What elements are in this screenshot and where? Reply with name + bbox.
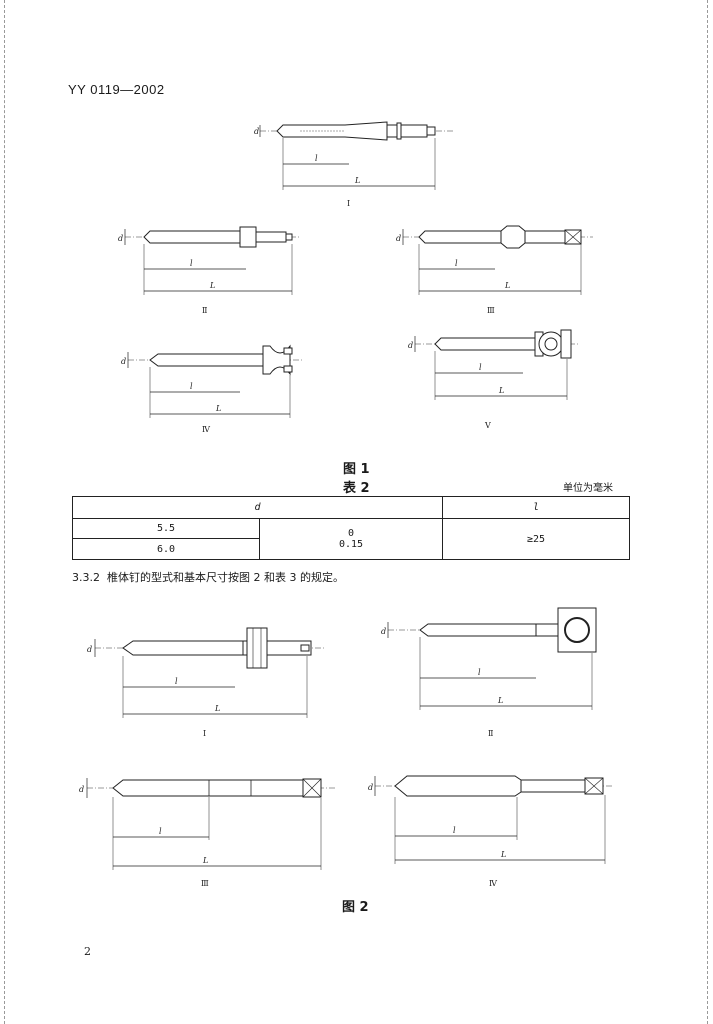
table2-row-d: 6.0 bbox=[72, 538, 260, 560]
fig1-v1-dim-d: d bbox=[254, 127, 259, 136]
clause-number: 3.3.2 bbox=[72, 571, 100, 584]
fig2-v3-dim-d: d bbox=[79, 785, 84, 794]
fig2-view-4: d l L Ⅳ bbox=[368, 775, 613, 888]
fig1-view-4: d l L Ⅳ bbox=[121, 344, 303, 434]
table2: d l 5.5 0 0.15 ≥25 6.0 bbox=[72, 496, 630, 560]
scan-edge-left bbox=[4, 0, 5, 1024]
fig1-v3-caption: Ⅲ bbox=[487, 306, 495, 315]
fig2-v2-dim-L: L bbox=[497, 696, 503, 705]
fig1-v1-caption: I bbox=[347, 199, 350, 208]
fig1-view-2: d l L Ⅱ bbox=[118, 226, 300, 315]
clause-text: 椎体钉的型式和基本尺寸按图 2 和表 3 的规定。 bbox=[107, 571, 344, 584]
fig2-v3-dim-L: L bbox=[202, 856, 208, 865]
fig2-v2-dim-l: l bbox=[478, 668, 481, 677]
page-number: 2 bbox=[84, 945, 91, 958]
fig1-view-1: d l L I bbox=[254, 121, 455, 208]
fig1-v3-dim-l: l bbox=[455, 259, 458, 268]
figure1-title: 图 1 bbox=[343, 462, 370, 477]
fig2-view-3: d l L Ⅲ bbox=[79, 778, 337, 888]
fig2-v3-caption: Ⅲ bbox=[201, 879, 209, 888]
fig2-v2-dim-d: d bbox=[381, 627, 386, 636]
fig1-view-3: d l L Ⅲ bbox=[396, 225, 593, 315]
fig1-v4-dim-d: d bbox=[121, 357, 126, 366]
table2-header-d: d bbox=[72, 496, 443, 519]
table2-tolerance-upper: 0 bbox=[347, 528, 355, 539]
fig1-v4-dim-l: l bbox=[190, 382, 193, 391]
fig2-view-2: d l L Ⅱ bbox=[381, 607, 597, 738]
fig1-v5-dim-d: d bbox=[408, 341, 413, 350]
fig1-view-5: d l L V bbox=[408, 329, 580, 430]
fig1-v5-dim-l: l bbox=[479, 363, 482, 372]
fig1-v5-dim-L: L bbox=[498, 386, 504, 395]
fig1-v1-dim-L: L bbox=[354, 176, 360, 185]
figure2-title: 图 2 bbox=[342, 900, 369, 915]
table2-row-d: 5.5 bbox=[72, 518, 260, 539]
fig2-v4-dim-L: L bbox=[500, 850, 506, 859]
fig2-v4-dim-d: d bbox=[368, 783, 373, 792]
fig2-v1-dim-L: L bbox=[214, 704, 220, 713]
fig2-v1-dim-l: l bbox=[175, 677, 178, 686]
fig1-v2-dim-L: L bbox=[209, 281, 215, 290]
fig1-v4-caption: Ⅳ bbox=[202, 425, 211, 434]
standard-code: YY 0119—2002 bbox=[68, 82, 165, 97]
table2-tolerance-lower: 0.15 bbox=[338, 539, 364, 550]
clause-3-3-2: 3.3.2 椎体钉的型式和基本尺寸按图 2 和表 3 的规定。 bbox=[72, 569, 344, 585]
fig1-v4-dim-L: L bbox=[215, 404, 221, 413]
fig2-v2-caption: Ⅱ bbox=[488, 729, 493, 738]
fig1-v1-dim-l: l bbox=[315, 154, 318, 163]
scan-edge-right bbox=[707, 0, 708, 1024]
table2-header-l: l bbox=[442, 496, 630, 519]
fig1-v2-dim-l: l bbox=[190, 259, 193, 268]
fig2-v4-caption: Ⅳ bbox=[489, 879, 498, 888]
fig2-v3-dim-l: l bbox=[159, 827, 162, 836]
fig1-v5-caption: V bbox=[484, 421, 491, 430]
fig1-v3-dim-L: L bbox=[504, 281, 510, 290]
table2-tolerance: 0 0.15 bbox=[259, 518, 443, 560]
fig2-v4-dim-l: l bbox=[453, 826, 456, 835]
fig1-v2-dim-d: d bbox=[118, 234, 123, 243]
table2-l-value: ≥25 bbox=[442, 518, 630, 560]
fig2-v1-dim-d: d bbox=[87, 645, 92, 654]
fig1-v3-dim-d: d bbox=[396, 234, 401, 243]
fig2-view-1: d l L I bbox=[87, 627, 325, 738]
table2-unit: 单位为毫米 bbox=[563, 483, 613, 494]
table2-title: 表 2 bbox=[343, 481, 370, 496]
fig2-v1-caption: I bbox=[203, 729, 206, 738]
fig1-v2-caption: Ⅱ bbox=[202, 306, 207, 315]
